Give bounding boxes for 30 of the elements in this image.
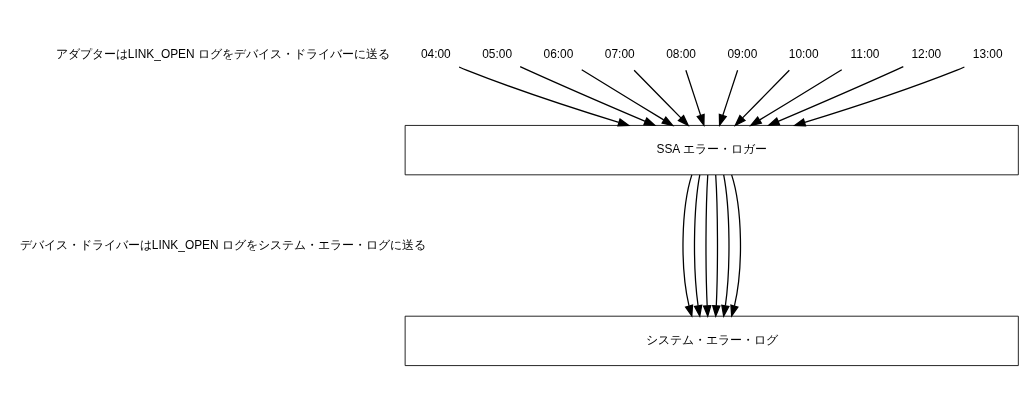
arrow [682, 174, 694, 318]
label: アダプターはLINK_OPEN ログをデバイス・ドライバーに送る [55, 46, 390, 61]
node-text: 08:00 [666, 46, 696, 61]
arrow [685, 69, 705, 128]
arrow [519, 65, 657, 127]
arrow [711, 174, 721, 318]
node-text: 11:00 [850, 46, 880, 61]
arrow [792, 66, 965, 127]
arrow [730, 174, 742, 318]
arrow [749, 69, 843, 127]
arrow [458, 66, 631, 127]
arrow [693, 174, 703, 318]
node-text: 04:00 [420, 46, 451, 61]
arrow [702, 174, 712, 318]
node-box: SSA エラー・ロガー [404, 125, 1019, 176]
node-box: システム・エラー・ログ [404, 315, 1019, 366]
arrow [721, 174, 730, 318]
node-text: 06:00 [543, 46, 574, 61]
arrow [766, 65, 904, 127]
node-text: 05:00 [482, 46, 513, 61]
node-text: 13:00 [972, 46, 1003, 61]
node-text: 07:00 [604, 46, 635, 61]
label: デバイス・ドライバーはLINK_OPEN ログをシステム・エラー・ログに送る [19, 237, 426, 252]
arrow [581, 69, 675, 127]
arrow [733, 69, 790, 127]
node-text: 12:00 [911, 46, 942, 61]
arrow [718, 69, 739, 128]
node-text: 09:00 [727, 46, 758, 61]
node-text: 10:00 [788, 46, 819, 61]
arrow [633, 69, 690, 127]
